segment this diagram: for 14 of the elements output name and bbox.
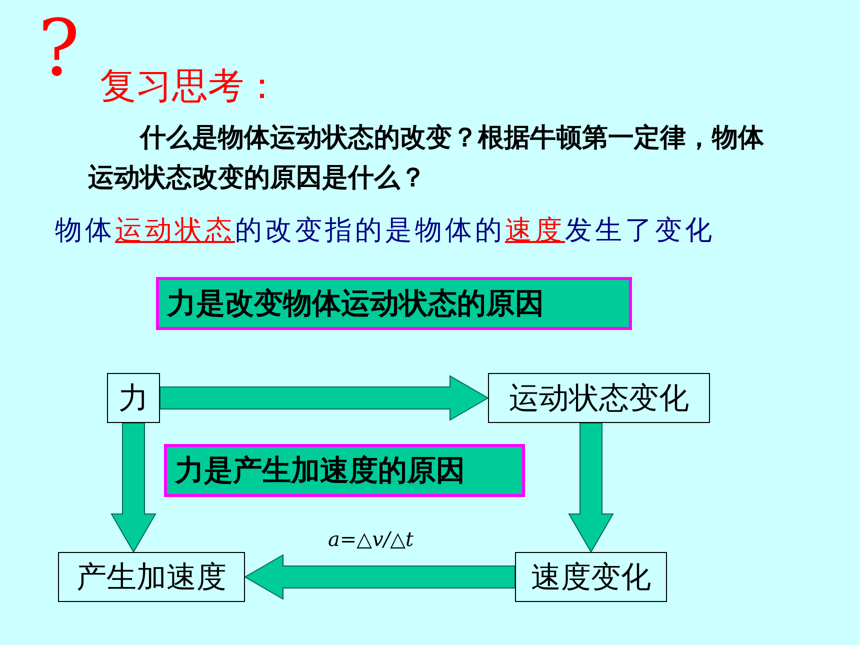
question-mark: ? — [38, 10, 80, 88]
highlight-box: 力是改变物体运动状态的原因 — [156, 277, 632, 330]
process-box: 速度变化 — [515, 552, 667, 602]
process-box: 力 — [107, 373, 160, 423]
process-box: 运动状态变化 — [488, 373, 710, 423]
block-arrow — [568, 422, 614, 553]
highlight-box: 力是产生加速度的原因 — [164, 444, 525, 497]
process-box: 产生加速度 — [58, 552, 245, 602]
answer-text: 物体运动状态的改变指的是物体的速度发生了变化 — [55, 214, 716, 248]
block-arrow — [160, 375, 489, 421]
title: 复习思考： — [100, 65, 280, 109]
block-arrow — [244, 554, 516, 600]
question-text: 什么是物体运动状态的改变？根据牛顿第一定律，物体运动状态改变的原因是什么？ — [88, 122, 765, 195]
block-arrow — [110, 422, 156, 553]
